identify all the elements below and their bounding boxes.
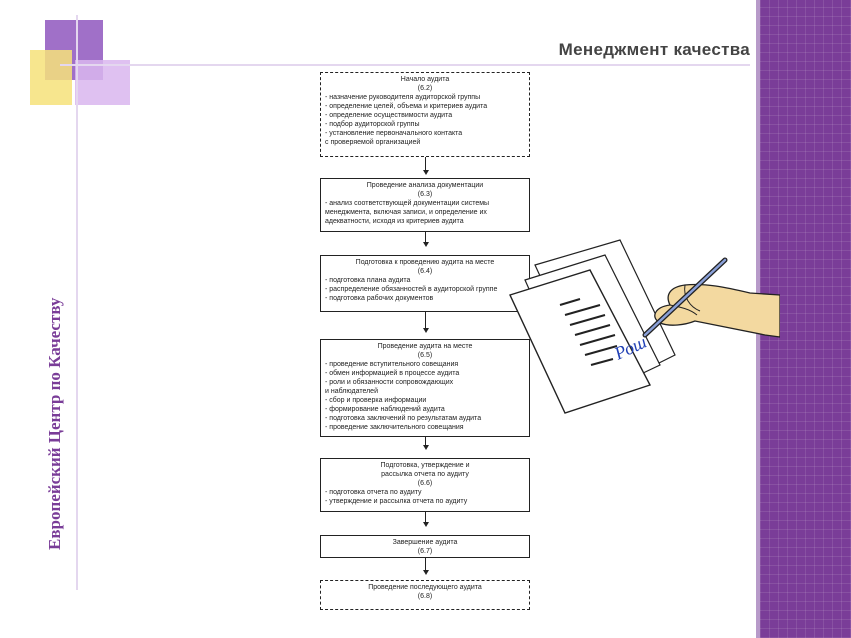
step-title: Проведение анализа документации xyxy=(325,181,525,190)
step-title: Подготовка, утверждение и xyxy=(325,461,525,470)
step-item: - подготовка отчета по аудиту xyxy=(325,488,525,497)
page-title: Менеджмент качества xyxy=(480,40,750,60)
step-item: с проверяемой организацией xyxy=(325,138,525,147)
flow-connector xyxy=(425,312,426,328)
step-title: Начало аудита xyxy=(325,75,525,84)
decor-vertical-line xyxy=(76,15,78,590)
hand-signing-document-illustration: Рош xyxy=(485,235,780,415)
step-item: адекватности, исходя из критериев аудита xyxy=(325,217,525,226)
step-item: менеджмента, включая записи, и определен… xyxy=(325,208,525,217)
step-item: - проведение заключительного совещания xyxy=(325,423,525,432)
step-item: - установление первоначального контакта xyxy=(325,129,525,138)
flow-step-report: Подготовка, утверждение и рассылка отчет… xyxy=(320,458,530,512)
decor-square-lilac xyxy=(75,60,130,105)
decor-square-yellow xyxy=(30,50,72,105)
flow-step-completion: Завершение аудита (6.7) xyxy=(320,535,530,558)
flow-arrow xyxy=(423,170,429,175)
step-item: - подготовка заключений по результатам а… xyxy=(325,414,525,423)
flow-step-follow-up: Проведение последующего аудита (6.8) xyxy=(320,580,530,610)
flow-arrow xyxy=(423,522,429,527)
step-ref: (6.7) xyxy=(325,547,525,556)
flow-step-document-review: Проведение анализа документации (6.3) - … xyxy=(320,178,530,232)
flow-arrow xyxy=(423,570,429,575)
flow-step-audit-start: Начало аудита (6.2) - назначение руковод… xyxy=(320,72,530,157)
decor-horizontal-line xyxy=(60,64,750,66)
step-item: - утверждение и рассылка отчета по аудит… xyxy=(325,497,525,506)
flow-connector xyxy=(425,437,426,445)
step-item: - назначение руководителя аудиторской гр… xyxy=(325,93,525,102)
step-title: Проведение последующего аудита xyxy=(325,583,525,592)
flow-connector xyxy=(425,558,426,570)
step-ref: (6.8) xyxy=(325,592,525,601)
step-ref: (6.6) xyxy=(325,479,525,488)
step-title-2: рассылка отчета по аудиту xyxy=(325,470,525,479)
flow-arrow xyxy=(423,242,429,247)
step-item: - определение целей, объема и критериев … xyxy=(325,102,525,111)
step-title: Завершение аудита xyxy=(325,538,525,547)
flow-connector xyxy=(425,157,426,170)
step-item: - анализ соответствующей документации си… xyxy=(325,199,525,208)
step-item: - определение осуществимости аудита xyxy=(325,111,525,120)
step-ref: (6.2) xyxy=(325,84,525,93)
flow-connector xyxy=(425,512,426,522)
flow-connector xyxy=(425,232,426,242)
step-ref: (6.3) xyxy=(325,190,525,199)
vertical-label: Европейский Центр по Качеству xyxy=(45,298,65,550)
flow-arrow xyxy=(423,328,429,333)
flow-arrow xyxy=(423,445,429,450)
step-item: - подбор аудиторской группы xyxy=(325,120,525,129)
